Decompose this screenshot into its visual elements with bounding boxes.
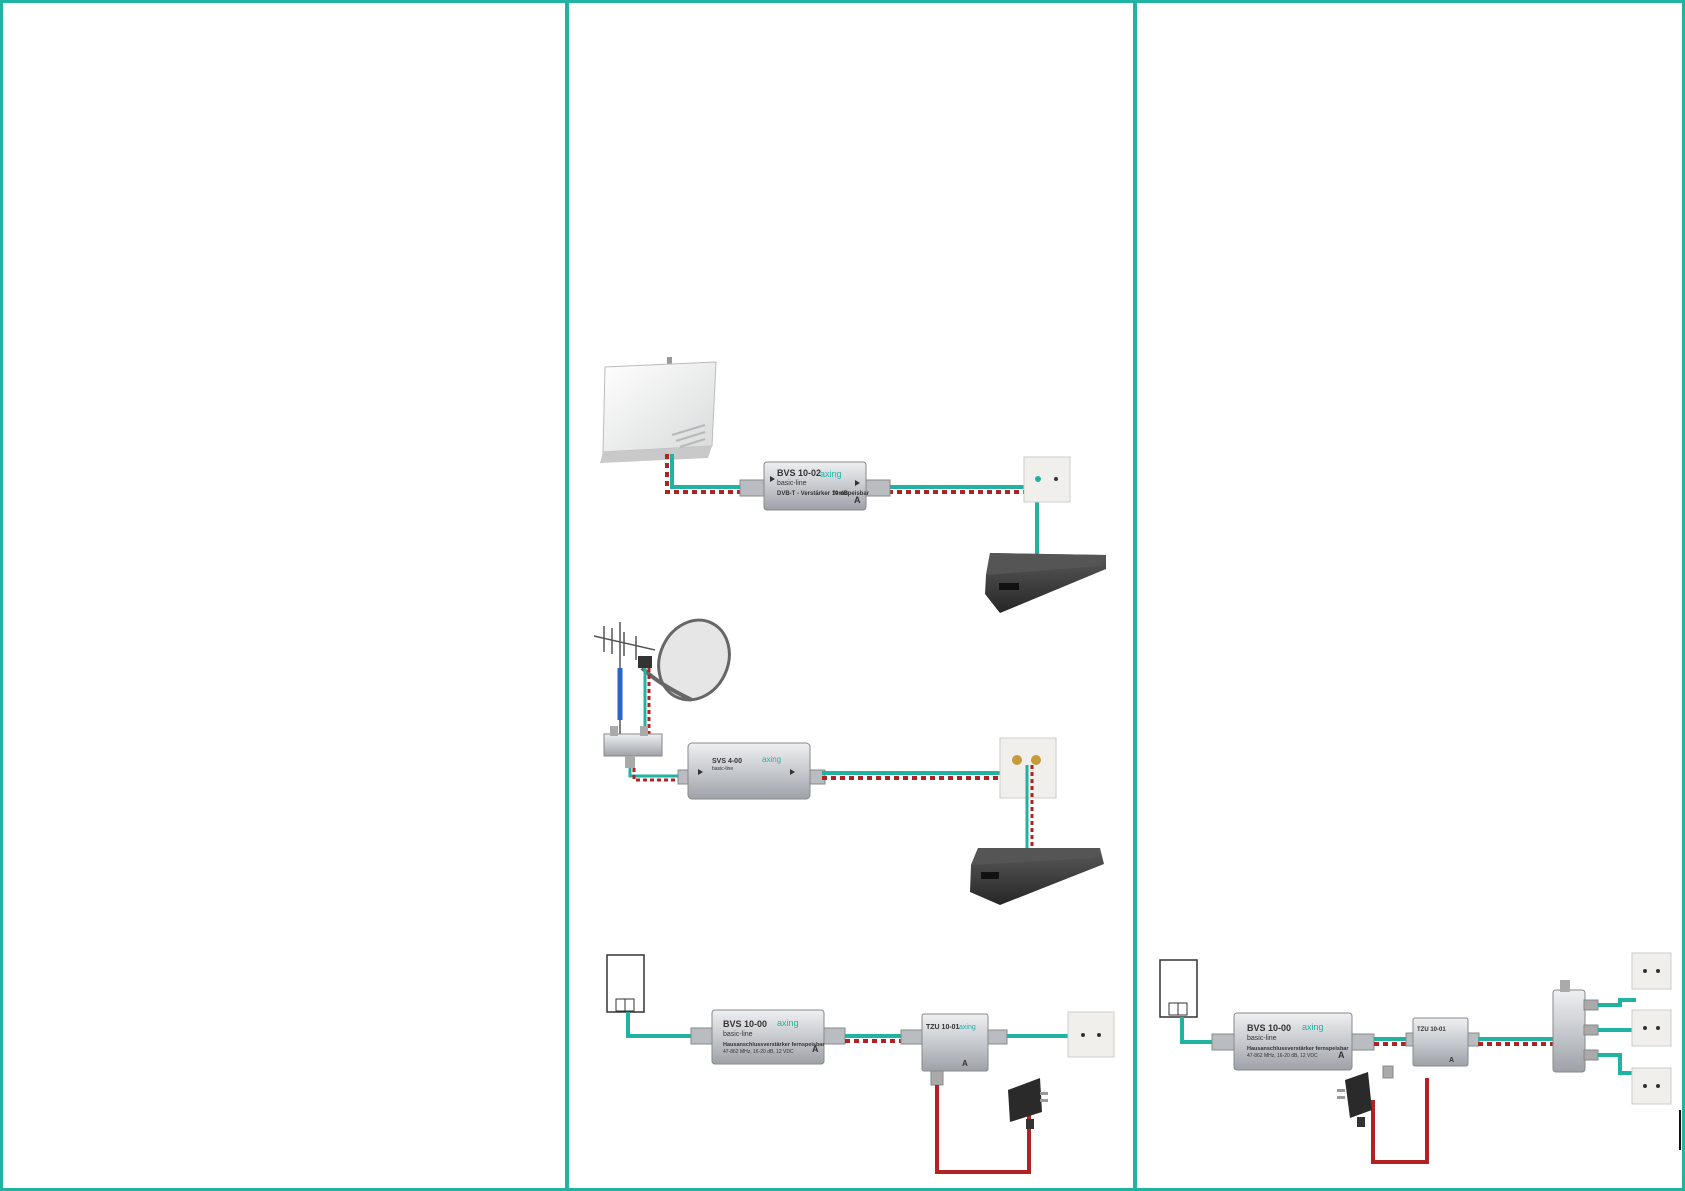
amp-feed-label: fernspeisbar [833, 491, 870, 497]
house-connection-icon [1159, 959, 1198, 1018]
house-connection-icon [606, 954, 645, 1013]
amplifier-icon: BVS 10-02 basic-line DVB-T - Verstärker … [739, 461, 891, 511]
amplifier-icon: BVS 10-00 basic-line Hausanschlussverstä… [1211, 1012, 1375, 1071]
svg-text:A: A [1338, 1050, 1345, 1060]
flat-antenna-icon [600, 357, 717, 463]
svg-text:A: A [1449, 1057, 1454, 1064]
amplifier-icon: BVS 10-00 basic-line Hausanschlussverstä… [690, 1009, 846, 1065]
diagram-3: BVS 10-00 basic-line Hausanschlussverstä… [606, 954, 1115, 1174]
brand-logo: axing [762, 755, 781, 764]
wall-socket-icon [1067, 1011, 1115, 1058]
amp-model-label: SVS 4-00 [712, 758, 742, 765]
brand-logo: axing [820, 469, 842, 479]
injector-model-label: TZU 10-01 [926, 1024, 960, 1031]
amp-model-label: BVS 10-00 [1247, 1023, 1291, 1033]
cable-segment [665, 454, 1039, 555]
power-adapter-icon [1337, 1072, 1372, 1127]
right-panel [1134, 0, 1685, 1191]
amp-desc-label: Hausanschlussverstärker fernspeisbar [1247, 1046, 1349, 1052]
wall-socket-icon [1631, 1067, 1672, 1105]
diagram-2: SVS 4-00 basic-line axing [593, 618, 1104, 905]
amp-desc-label: DVB-T - Verstärker 10 dB [777, 491, 849, 497]
injector-model-label: TZU 10-01 [1417, 1027, 1446, 1033]
amp-line-label: basic-line [1247, 1035, 1277, 1042]
svg-text:A: A [854, 495, 861, 505]
amp-model-label: BVS 10-02 [777, 468, 821, 478]
set-top-box-icon [985, 553, 1106, 613]
amp-line-label: basic-line [777, 480, 807, 487]
svg-text:A: A [812, 1044, 819, 1054]
brand-logo: axing [1302, 1022, 1324, 1032]
amp-spec-label: 47-862 MHz, 16-20 dB, 12 VDC [1247, 1053, 1318, 1059]
amp-desc-label: Hausanschlussverstärker fernspeisbar [723, 1042, 825, 1048]
wall-socket-icon [1631, 1009, 1672, 1047]
wall-socket-icon [1631, 952, 1672, 990]
diagram-4: BVS 10-00 basic-line Hausanschlussverstä… [1159, 952, 1681, 1164]
amplifier-icon: SVS 4-00 basic-line axing [677, 742, 826, 800]
power-injector-icon: TZU 10-01 axing A [900, 1013, 1008, 1086]
satellite-dish-icon [638, 618, 731, 702]
svg-text:A: A [962, 1059, 968, 1068]
power-adapter-icon [1008, 1078, 1048, 1129]
amp-model-label: BVS 10-00 [723, 1019, 767, 1029]
diagram-1: BVS 10-02 basic-line DVB-T - Verstärker … [600, 357, 1106, 613]
amp-line-label: basic-line [712, 766, 733, 772]
wall-socket-icon [1023, 456, 1071, 503]
splitter-icon [1552, 980, 1599, 1073]
set-top-box-icon [970, 848, 1104, 905]
amp-spec-label: 47-862 MHz, 16-20 dB, 12 VDC [723, 1049, 794, 1055]
amp-line-label: basic-line [723, 1031, 753, 1038]
power-injector-icon: TZU 10-01 A [1382, 1017, 1480, 1079]
diplexer-icon [603, 726, 663, 768]
brand-logo: axing [777, 1018, 799, 1028]
brand-logo: axing [959, 1024, 976, 1031]
